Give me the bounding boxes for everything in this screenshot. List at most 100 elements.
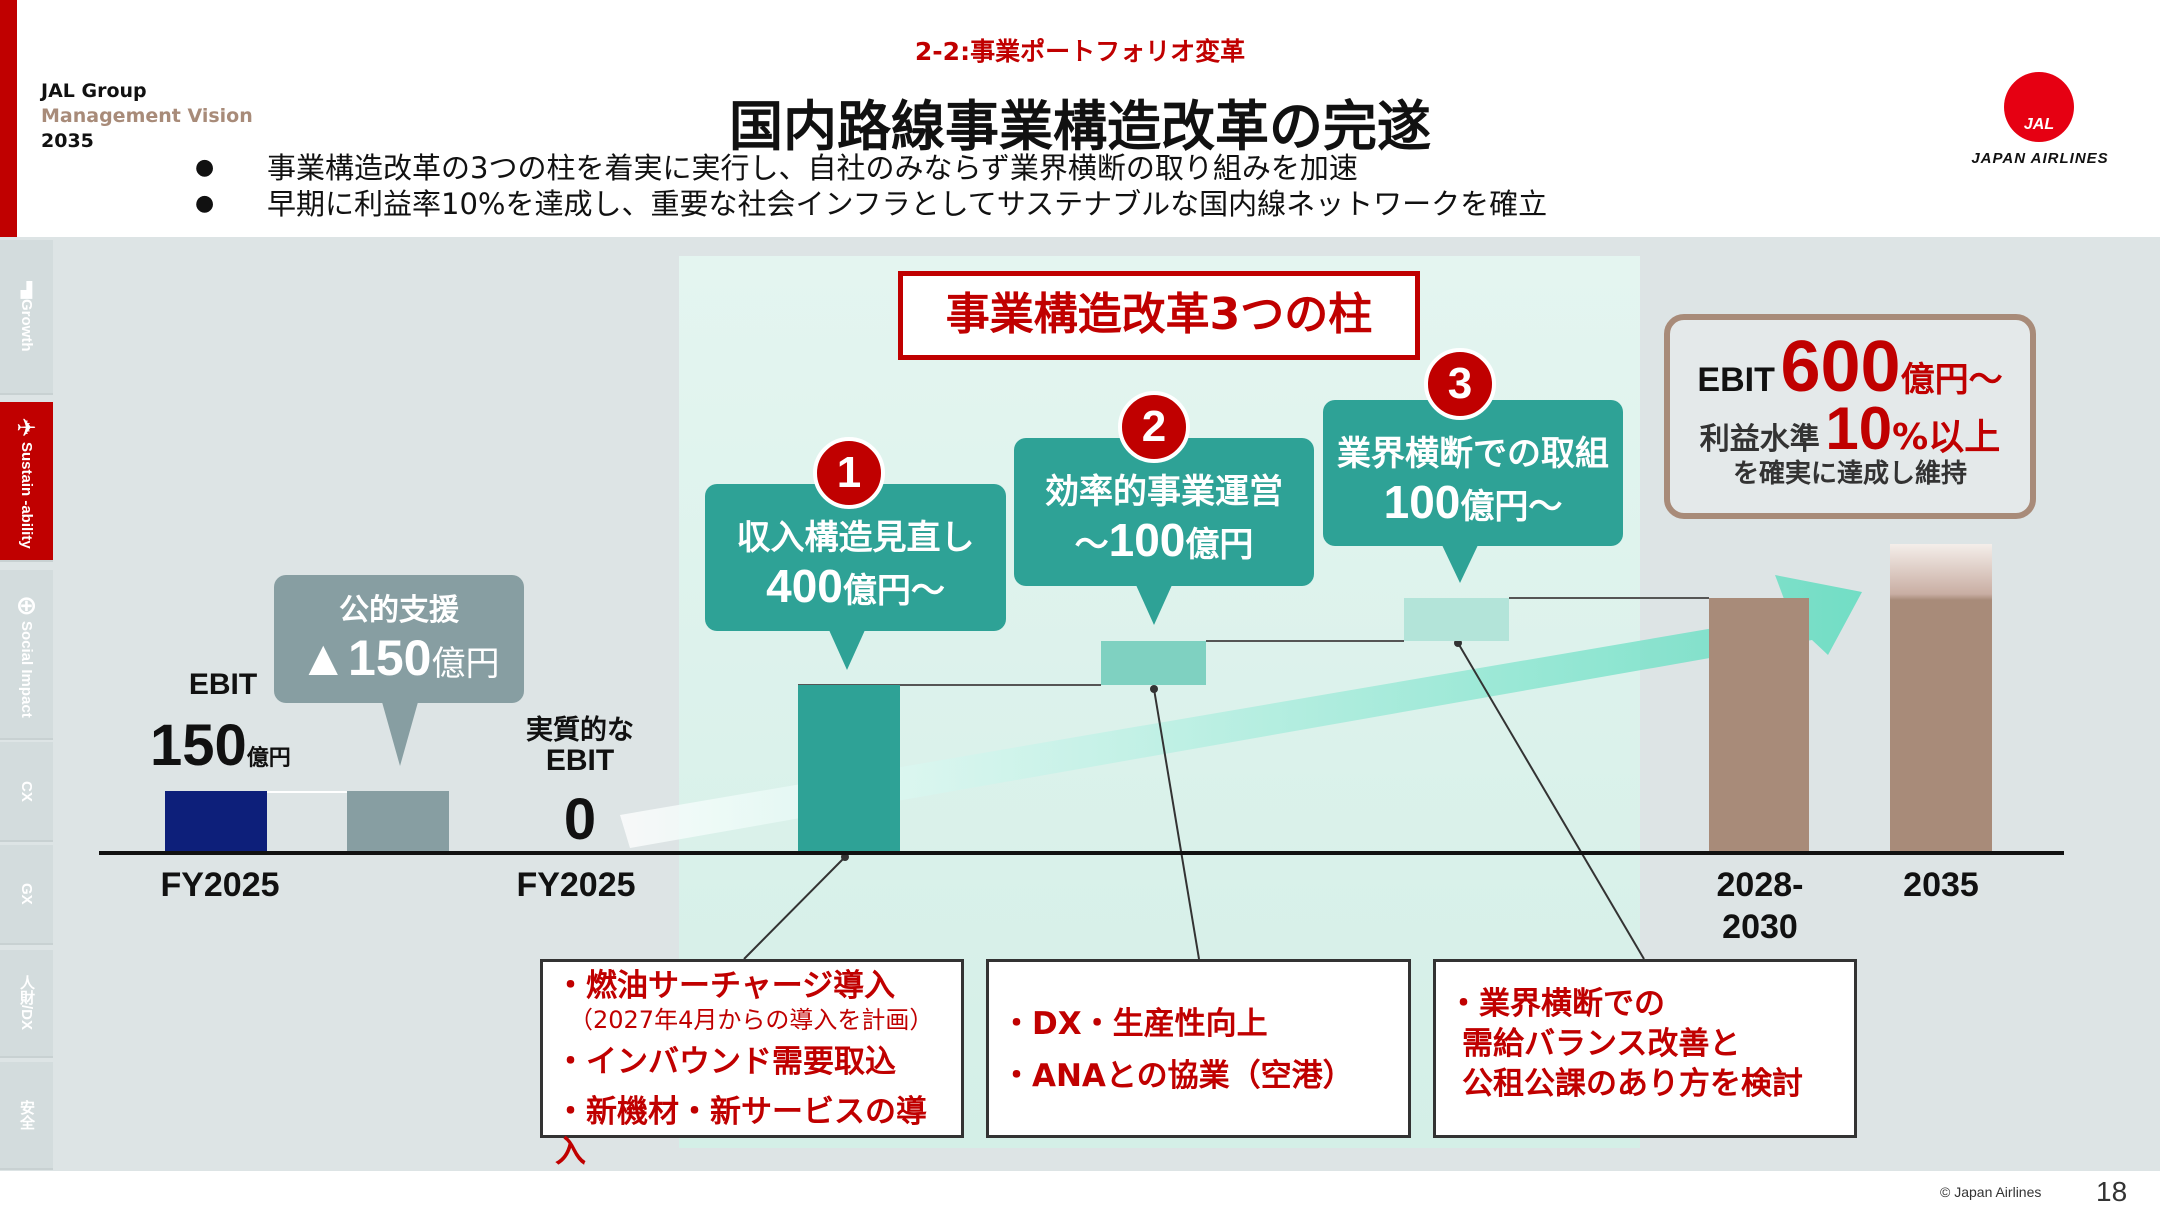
pillar-prefix: ～	[1074, 525, 1109, 565]
pillar-unit: 億円～	[842, 571, 945, 611]
callout-pointer	[829, 630, 865, 670]
effective-ebit-value: 0	[563, 787, 597, 852]
detail-line: ・燃油サーチャージ導入	[555, 968, 896, 1004]
page-title: 国内路線事業構造改革の完遂	[729, 95, 1431, 158]
pillar-title: 収入構造見直し	[736, 518, 975, 558]
tab-label: 人財/DX	[18, 975, 35, 1031]
x-label-fy2025-effective: FY2025	[516, 866, 636, 904]
tab-hr-dx[interactable]: 人財/DX	[0, 950, 53, 1058]
growth-bars-icon: ▟	[20, 281, 33, 300]
bar-pillar-3	[1404, 598, 1509, 641]
tab-safety[interactable]: 安全	[0, 1062, 53, 1170]
leader-line	[743, 856, 846, 960]
tab-label: Sustain -ability	[18, 441, 35, 549]
ebit-value: 150億円	[150, 712, 310, 779]
logo-text: JAL	[2023, 116, 2055, 133]
ebit-unit: 億円	[246, 745, 291, 770]
target-ebit-label: EBIT	[1697, 361, 1775, 399]
ebit-number: 150	[150, 713, 247, 778]
bullet: 早期に利益率10%を達成し、重要な社会インフラとしてサステナブルな国内線ネットワ…	[195, 186, 1547, 222]
tab-label: Social Impact	[18, 620, 35, 718]
summary-bullets: 事業構造改革の3つの柱を着実に実行し、自社のみならず業界横断の取り組みを加速 早…	[195, 150, 1547, 222]
detail-line: ・新機材・新サービスの導入	[555, 1094, 927, 1170]
pillar-1-details: ・燃油サーチャージ導入 （2027年4月からの導入を計画） ・インバウンド需要取…	[540, 959, 964, 1170]
pillar-number-badge: 1	[813, 437, 885, 509]
leader-dot	[1150, 685, 1158, 693]
bar-pillar-2	[1101, 641, 1206, 685]
callout-pointer	[382, 702, 418, 766]
target-box: EBIT 600億円～ 利益水準 10%以上 を確実に達成し維持	[1664, 314, 2036, 519]
airplane-icon: ✈	[16, 413, 37, 442]
effective-label: 実質的な	[526, 715, 634, 745]
leader-line	[1457, 642, 1645, 960]
target-note: を確実に達成し維持	[1732, 459, 1967, 489]
bar-pillar-1	[798, 685, 900, 853]
x-label-2028: 2028-	[1716, 866, 1804, 904]
detail-line: 公租公課のあり方を検討	[1462, 1066, 1803, 1102]
leader-line	[1153, 688, 1200, 960]
jal-logo: JAL	[2004, 72, 2074, 142]
tab-label: CX	[18, 780, 35, 802]
x-axis	[99, 851, 2064, 855]
margin-value: 10	[1825, 395, 1893, 462]
bar-ebit-fy2025	[165, 791, 267, 853]
detail-line: ・ANAとの協業（空港）	[1001, 1058, 1354, 1094]
callout-pointer	[1442, 545, 1478, 583]
bullet: 事業構造改革の3つの柱を着実に実行し、自社のみならず業界横断の取り組みを加速	[195, 150, 1547, 186]
brand-line: Management Vision	[41, 105, 253, 127]
pillar-3-details: ・業界横断での 需給バランス改善と 公租公課のあり方を検討	[1433, 959, 1857, 1138]
support-value: ▲150	[298, 630, 432, 686]
tab-growth[interactable]: ▟Growth	[0, 240, 53, 395]
pillar-2-callout: 効率的事業運営 ～100億円	[1014, 438, 1314, 586]
pillar-title: 効率的事業運営	[1045, 472, 1283, 512]
x-label-2035: 2035	[1903, 866, 1979, 904]
tab-sustainability[interactable]: ✈Sustain -ability	[0, 402, 53, 562]
pillar-value: 100	[1108, 514, 1186, 566]
pillar-title: 業界横断での取組	[1337, 434, 1609, 474]
tab-gx[interactable]: GX	[0, 845, 53, 945]
tab-label: 安全	[18, 1100, 35, 1130]
support-unit: 億円	[431, 645, 500, 683]
x-label-2030: 2030	[1722, 908, 1798, 946]
growth-arrow	[620, 575, 1862, 848]
callout-pointer	[1136, 585, 1172, 625]
margin-label: 利益水準	[1699, 422, 1820, 457]
leader-dot	[1454, 639, 1462, 647]
tab-cx[interactable]: CX	[0, 742, 53, 842]
detail-line: 需給バランス改善と	[1462, 1026, 1741, 1062]
pillar-2-details: ・DX・生産性向上 ・ANAとの協業（空港）	[986, 959, 1411, 1138]
pillars-title: 事業構造改革3つの柱	[898, 271, 1420, 360]
pillar-value: 400	[766, 560, 843, 612]
pillar-value: 100	[1383, 476, 1461, 528]
detail-line: ・業界横断での	[1448, 986, 1665, 1022]
brand-line: 2035	[41, 130, 94, 152]
bar-2028-2030	[1709, 598, 1809, 853]
detail-line: ・インバウンド需要取込	[555, 1044, 896, 1080]
leader-dot	[841, 853, 849, 861]
target-ebit-value: 600	[1780, 327, 1901, 407]
tab-label: Growth	[18, 299, 35, 352]
brand-line: JAL Group	[41, 80, 147, 102]
support-title: 公的支援	[339, 593, 459, 628]
globe-icon: ⊕	[15, 590, 38, 621]
pillar-number-badge: 3	[1424, 348, 1496, 420]
pillar-number-badge: 2	[1118, 391, 1190, 463]
logo-caption: JAPAN AIRLINES	[1971, 150, 2109, 167]
x-label-fy2025: FY2025	[160, 866, 280, 904]
pillar-unit: 億円～	[1460, 487, 1563, 527]
tab-social-impact[interactable]: ⊕Social Impact	[0, 570, 53, 740]
section-label: 2-2:事業ポートフォリオ変革	[914, 37, 1246, 66]
page-number: 18	[2096, 1176, 2128, 1207]
pillar-unit: 億円	[1185, 525, 1254, 565]
target-ebit-unit: 億円～	[1900, 360, 2003, 400]
tab-label: GX	[18, 883, 35, 905]
public-support-callout: 公的支援 ▲150億円	[274, 575, 524, 703]
ebit-label: EBIT	[188, 668, 258, 701]
header-accent-bar	[0, 0, 17, 237]
copyright: © Japan Airlines	[1940, 1184, 2042, 1200]
detail-line: ・DX・生産性向上	[1001, 1006, 1268, 1042]
bar-public-support	[347, 791, 449, 853]
effective-ebit-label: EBIT	[545, 744, 615, 777]
